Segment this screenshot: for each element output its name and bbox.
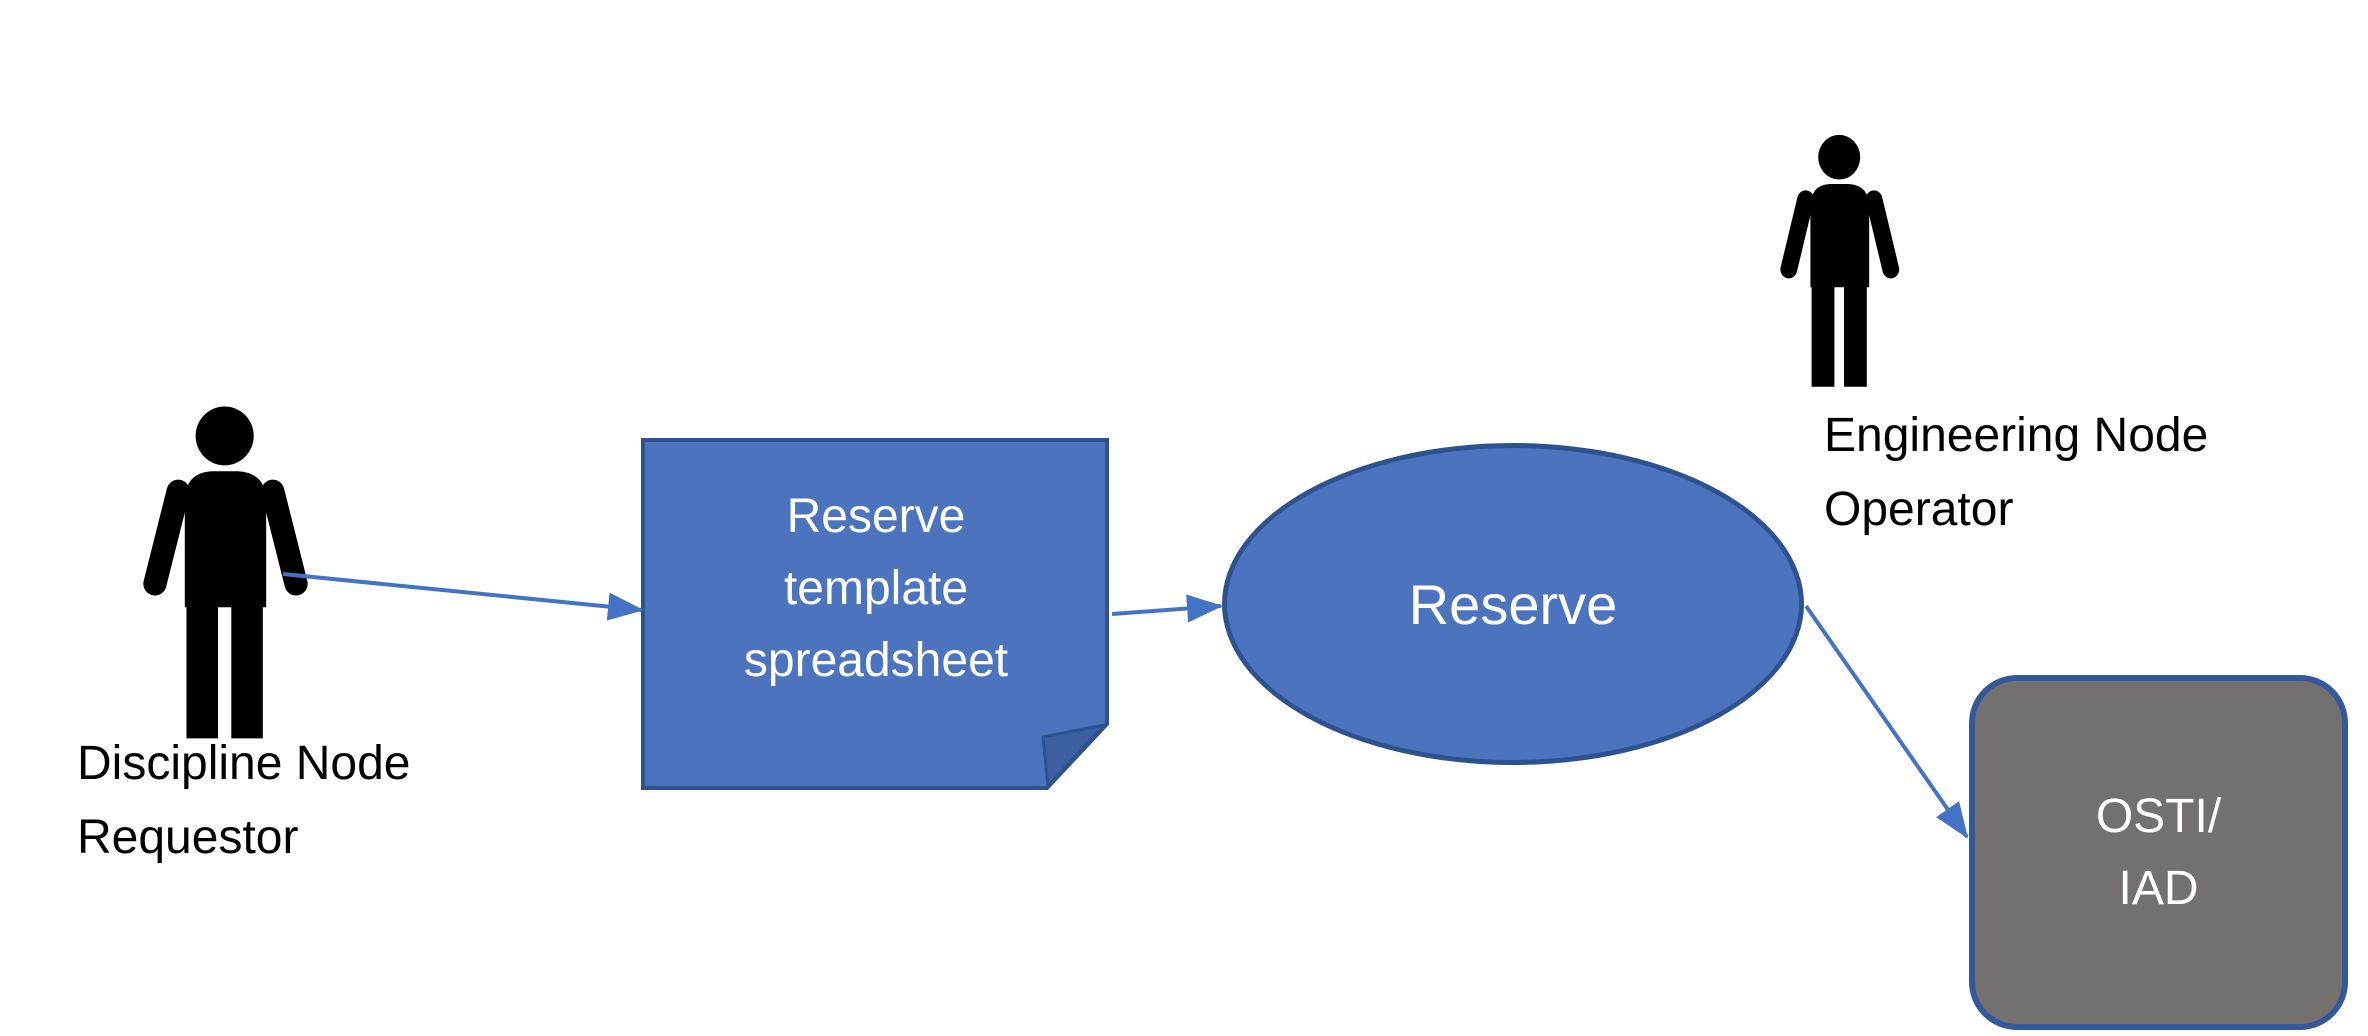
actor-label-discipline-node-requestor: Discipline Node Requestor [77,737,411,864]
person-icon [1780,134,1900,387]
arrow-requestor-to-spreadsheet [282,572,644,621]
node-label-osti-iad: OSTI/ IAD [2095,789,2222,915]
folded-document-shape [641,438,1109,790]
node-label-reserve: Reserve [1408,572,1618,636]
arrow-reserve-to-osti [1804,604,1969,839]
node-label-reserve-template-spreadsheet: Reserve template spreadsheet [743,490,1009,687]
ellipse-node-reserve: Reserve [1222,443,1804,765]
rounded-rect-node-osti-iad: OSTI/ IAD [1969,675,2348,1030]
arrow-spreadsheet-to-reserve [1111,594,1223,623]
actor-label-engineering-node-operator: Engineering Node Operator [1824,409,2209,536]
person-icon [143,406,308,739]
